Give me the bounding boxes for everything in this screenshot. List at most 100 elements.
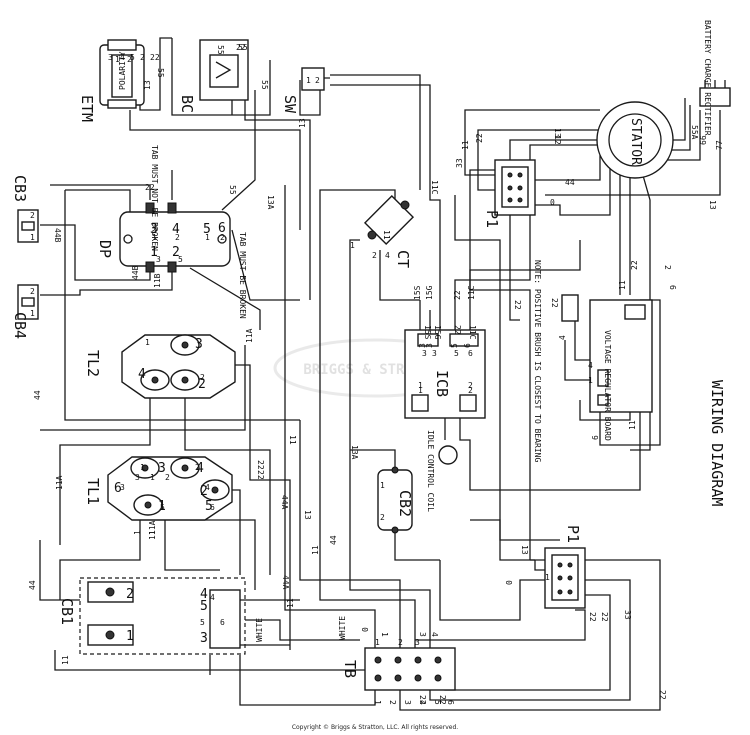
wire-number-label: 22 xyxy=(513,300,522,310)
svg-text:1: 1 xyxy=(126,629,134,644)
svg-text:4: 4 xyxy=(172,222,180,237)
bc-module: 55 BC xyxy=(178,39,249,113)
wire-number-label: 11 xyxy=(382,230,391,240)
white-label-1: WHITE xyxy=(255,618,264,642)
wire-number-label: 13 xyxy=(553,128,562,138)
wire-number-label: 44 xyxy=(329,535,338,545)
sw-switch: 1 2 SW xyxy=(281,67,325,114)
p1-top-label: P1 xyxy=(483,210,501,228)
svg-text:5: 5 xyxy=(205,499,213,514)
wire-number-label: 3 xyxy=(403,700,412,705)
wire-number-label: 11C xyxy=(467,285,476,300)
wire-number-label: 22 xyxy=(600,612,609,622)
svg-text:1: 1 xyxy=(380,481,385,490)
tl1-label: TL1 xyxy=(84,478,102,505)
wire-number-label: 1 xyxy=(150,473,155,482)
wire-number-label: 13 xyxy=(143,80,152,90)
svg-text:6: 6 xyxy=(468,349,473,358)
wire-number-label: 44 xyxy=(565,178,575,187)
wire-number-label: 22 xyxy=(256,470,265,480)
wire-number-label: 1 xyxy=(145,338,150,347)
wire-number-label: 2 xyxy=(663,265,672,270)
svg-text:1: 1 xyxy=(306,76,311,85)
svg-text:3: 3 xyxy=(195,337,203,352)
wire-number-label: 44A xyxy=(280,495,289,510)
wire-number-label: 3 xyxy=(425,343,434,348)
svg-text:4: 4 xyxy=(196,461,204,476)
wire-number-label: 6 xyxy=(591,435,600,440)
wire-number-label: 11 xyxy=(288,435,297,445)
wire-number-label: 44A xyxy=(281,575,290,590)
svg-text:2: 2 xyxy=(198,377,206,392)
svg-text:11C: 11C xyxy=(468,325,477,340)
svg-text:5: 5 xyxy=(454,349,459,358)
wire-number-label: 4 xyxy=(430,632,439,637)
svg-text:55: 55 xyxy=(238,43,248,52)
cb4-label: CB4 xyxy=(11,312,29,339)
wire-number-label: 6 xyxy=(446,700,455,705)
wire-number-label: 22 xyxy=(256,460,265,470)
wire-number-label: 44B xyxy=(131,265,140,280)
wire-number-label: 11 xyxy=(286,598,295,608)
wire-number-label: 1 xyxy=(373,700,382,705)
wire-number-label: 22 xyxy=(145,183,155,192)
wire-number-label: 22 xyxy=(453,290,462,300)
wire-number-label: 3 xyxy=(108,53,113,62)
p1-bottom-connector: P1 xyxy=(544,525,586,609)
wire-number-label: 22 xyxy=(236,43,246,52)
wire-number-label: 22 xyxy=(150,53,160,62)
voltage-regulator-board: VOLTAGE REGULATOR BOARD 4 1 xyxy=(561,294,653,441)
svg-text:IDLE CONTROL COIL: IDLE CONTROL COIL xyxy=(426,430,435,512)
svg-text:15G: 15G xyxy=(433,325,442,340)
svg-text:2: 2 xyxy=(200,484,208,499)
stator: STATOR xyxy=(596,101,674,179)
wire-number-label: 5 xyxy=(130,53,135,62)
svg-text:1: 1 xyxy=(30,309,35,318)
wire-number-label: 11 xyxy=(148,530,157,540)
wire-number-label: 0 xyxy=(505,580,514,585)
svg-text:1: 1 xyxy=(30,233,35,242)
svg-text:3: 3 xyxy=(415,638,420,647)
white-label-2: WHITE xyxy=(338,616,347,640)
svg-text:1: 1 xyxy=(115,55,120,64)
wire-number-label: 4 xyxy=(205,483,210,492)
wire-number-label: 13A xyxy=(350,445,359,460)
copyright-notice: Copyright © Briggs & Stratton, LLC. All … xyxy=(291,724,459,731)
svg-text:2: 2 xyxy=(468,386,473,395)
svg-text:3: 3 xyxy=(200,631,208,646)
wire-number-label: 15G xyxy=(425,285,434,300)
wire-number-label: 13 xyxy=(303,510,312,520)
wire-number-label: 13 xyxy=(520,545,529,555)
cb2-label: CB2 xyxy=(396,490,414,517)
brush-note: NOTE: POSITIVE BRUSH IS CLOSEST TO BEARI… xyxy=(533,260,542,462)
cb1-breaker: 2 1 4 5 3 CB1 xyxy=(58,577,246,655)
svg-text:2: 2 xyxy=(30,211,35,220)
svg-text:2: 2 xyxy=(380,513,385,522)
wire-number-label: 1 xyxy=(152,233,157,242)
svg-text:1: 1 xyxy=(418,386,423,395)
wire-number-label: 6 xyxy=(210,503,215,512)
svg-text:2: 2 xyxy=(127,55,132,64)
wire-number-label: 2 xyxy=(175,233,180,242)
wires xyxy=(39,37,721,711)
svg-text:15S: 15S xyxy=(423,325,432,340)
wire-number-label: 33 xyxy=(623,610,632,620)
wire-number-label: 15S xyxy=(413,285,422,300)
wire-number-label: 2 xyxy=(140,53,145,62)
svg-text:POLARITY: POLARITY xyxy=(118,51,127,90)
cb3-breaker: 2 1 CB3 xyxy=(11,175,39,243)
wire-number-label: 1 xyxy=(380,632,389,637)
svg-text:3: 3 xyxy=(422,349,427,358)
svg-text:1: 1 xyxy=(350,241,355,250)
icb-board: 3 3 5 6 1 2 ICB 15S 15G 22 11C xyxy=(404,325,486,419)
dp-label: DP xyxy=(96,240,114,258)
wire-number-label: 11 xyxy=(618,280,627,290)
wire-number-label: 2 xyxy=(388,700,397,705)
diagram-title: WIRING DIAGRAM xyxy=(708,380,726,506)
wire-number-label: 33 xyxy=(455,158,464,168)
wire-number-label: 2 xyxy=(220,233,225,242)
svg-text:1: 1 xyxy=(150,245,158,260)
wire-number-label: 5 xyxy=(200,618,205,627)
wire-number-label: 11A xyxy=(245,328,254,343)
